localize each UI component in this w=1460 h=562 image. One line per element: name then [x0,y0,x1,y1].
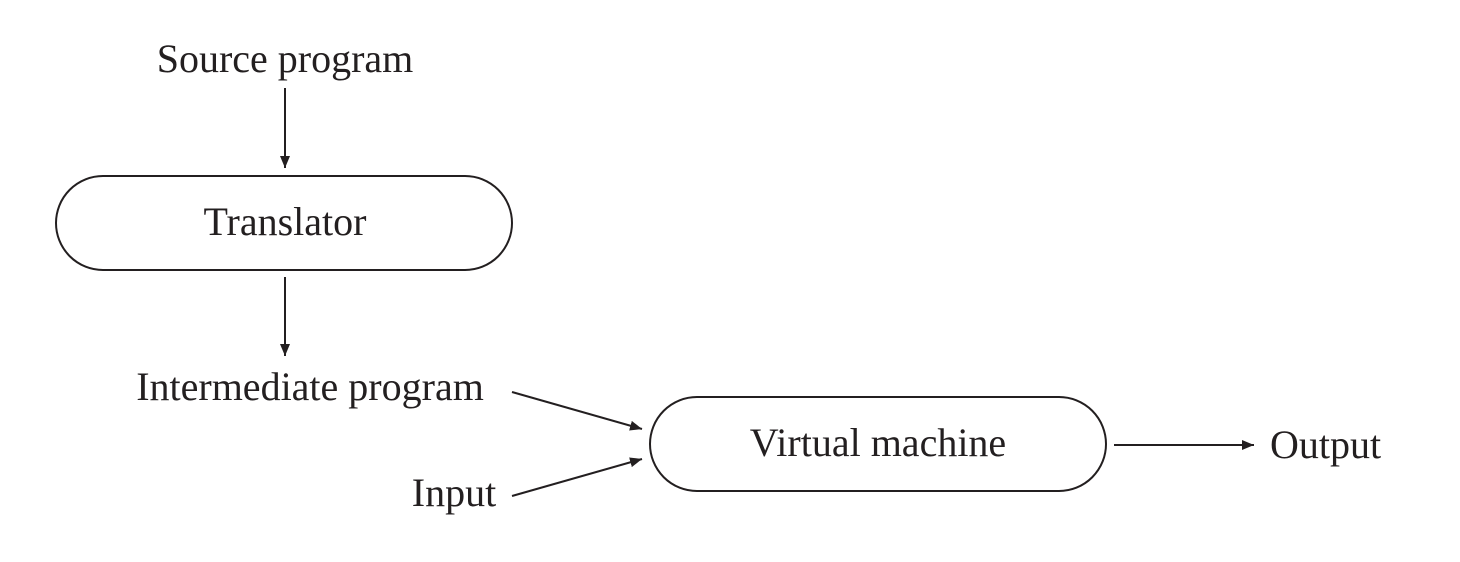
intermediate-program-label: Intermediate program [136,364,484,409]
edge-intermediate-to-vm [511,391,643,431]
virtual-machine-node: Virtual machine [649,396,1107,492]
translator-label: Translator [204,199,367,244]
input-label: Input [412,470,496,515]
virtual-machine-label: Virtual machine [750,420,1006,465]
source-program-label: Source program [157,36,414,81]
edge-input-to-vm [511,457,643,497]
output-label: Output [1270,422,1381,467]
translator-node-shape [55,175,513,271]
translator-node: Translator [55,175,513,271]
virtual-machine-node-shape [649,396,1107,492]
